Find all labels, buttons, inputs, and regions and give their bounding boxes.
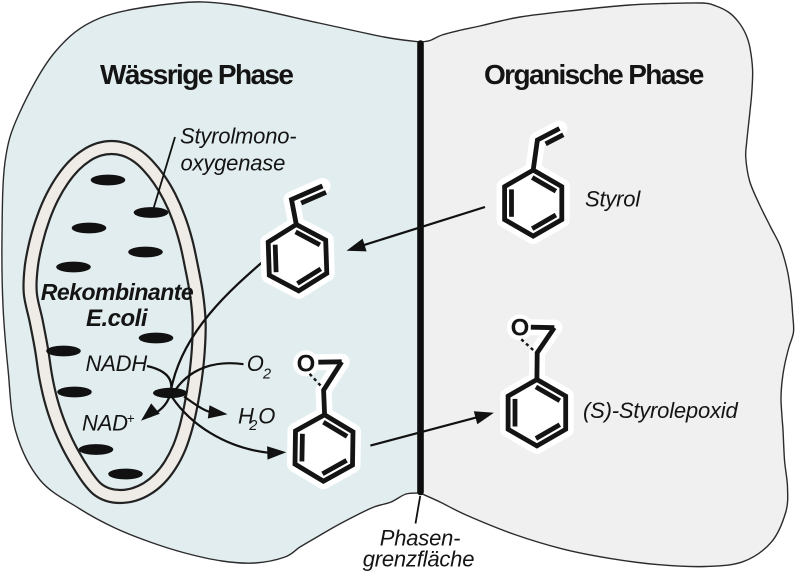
svg-text:O: O [511, 315, 530, 342]
svg-text:Organische Phase: Organische Phase [484, 59, 704, 90]
svg-text:+: + [127, 411, 135, 426]
svg-text:O: O [247, 351, 264, 376]
svg-text:Styrolmono-: Styrolmono- [180, 124, 296, 149]
svg-text:E.coli: E.coli [86, 305, 149, 332]
svg-text:2: 2 [248, 418, 257, 434]
svg-text:NADH: NADH [86, 351, 148, 376]
svg-text:O: O [297, 351, 316, 378]
svg-text:Wässrige Phase: Wässrige Phase [100, 59, 293, 90]
svg-text:2: 2 [262, 366, 271, 382]
svg-text:Styrol: Styrol [585, 187, 641, 212]
svg-text:O: O [258, 404, 275, 429]
svg-text:NAD: NAD [82, 410, 128, 435]
svg-text:(S)-Styrolepoxid: (S)-Styrolepoxid [583, 398, 738, 423]
svg-text:oxygenase: oxygenase [181, 151, 286, 176]
svg-text:Rekombinante: Rekombinante [41, 279, 194, 305]
svg-text:grenzfläche: grenzfläche [363, 547, 475, 572]
